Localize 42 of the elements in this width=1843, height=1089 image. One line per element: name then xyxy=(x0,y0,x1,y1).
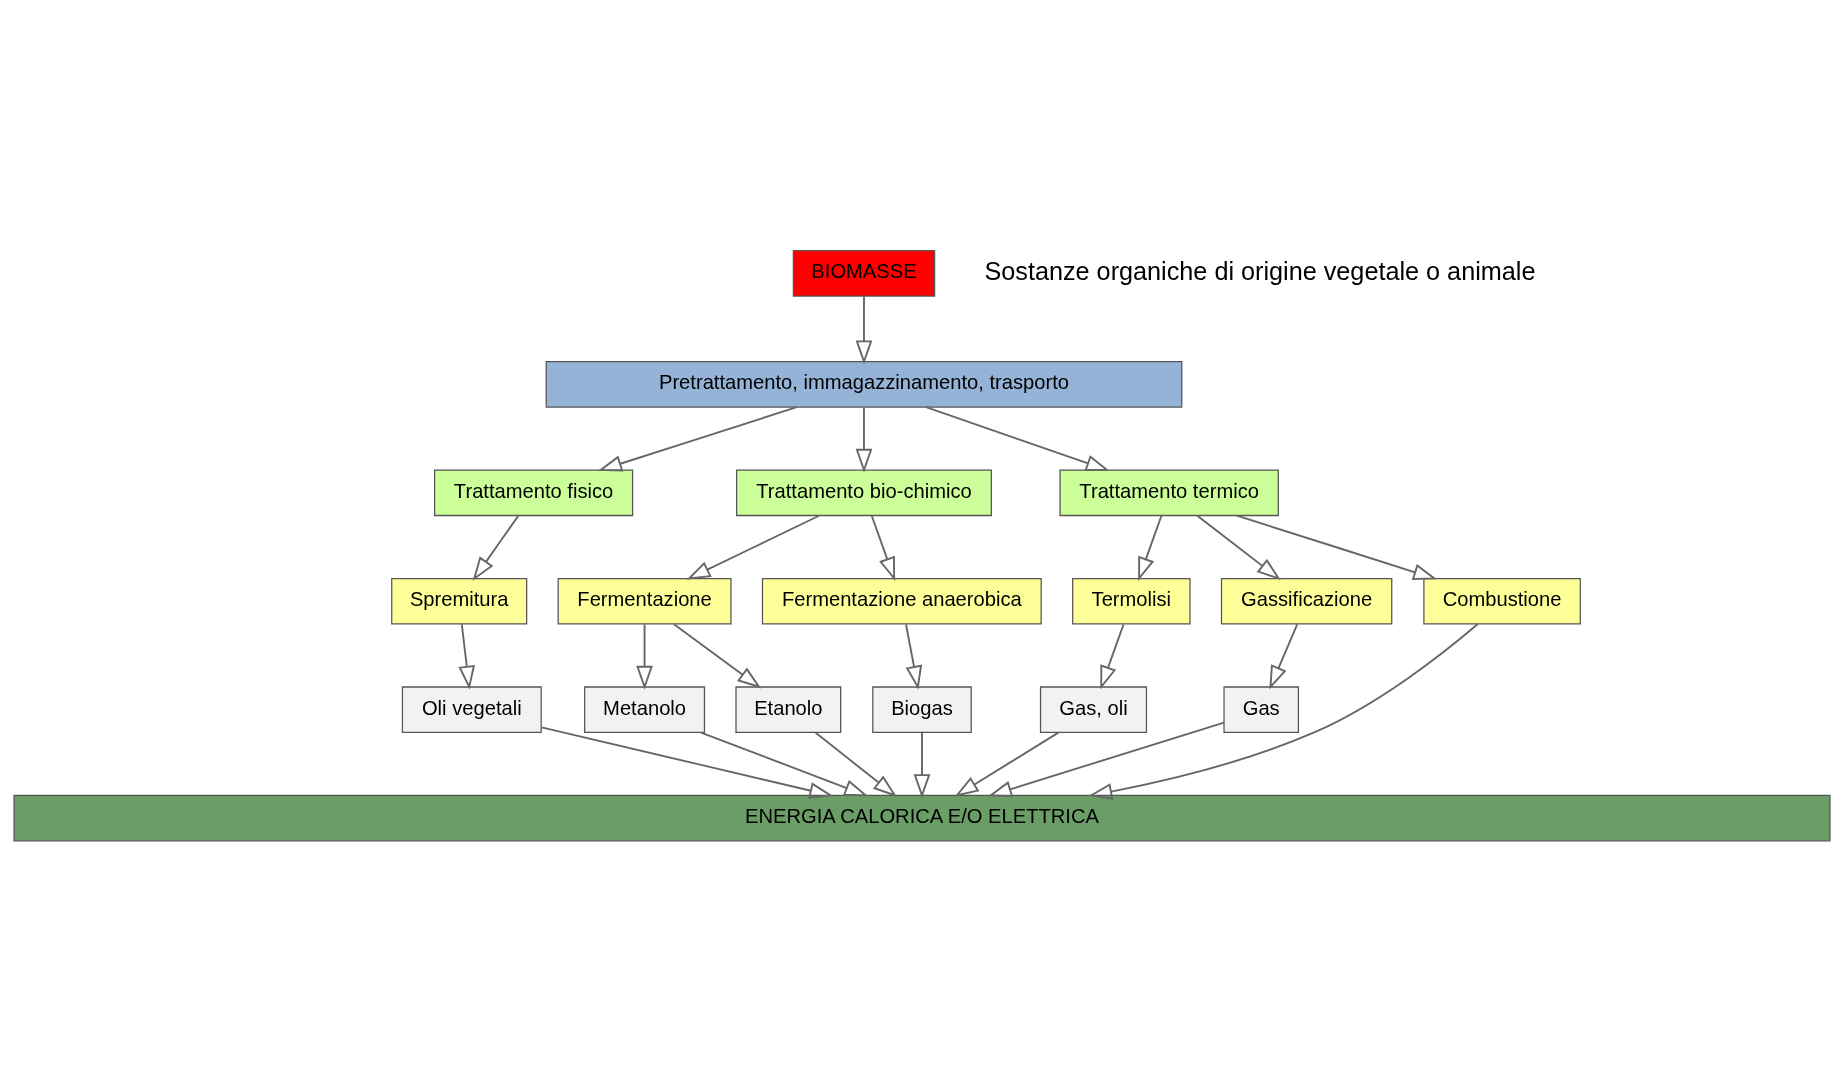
arrow xyxy=(540,726,833,799)
node-box: Pretrattamento, immagazzinamento, trasporto xyxy=(545,361,1182,408)
arrow xyxy=(1087,623,1479,800)
node-box: Biogas xyxy=(871,686,972,734)
arrow xyxy=(1268,623,1298,690)
arrow xyxy=(472,515,519,581)
arrow xyxy=(913,731,930,799)
arrow xyxy=(870,515,895,582)
node-box: Etanolo xyxy=(734,686,841,734)
node-box: Combustione xyxy=(1422,577,1581,625)
node-box: Gas xyxy=(1222,686,1299,734)
node-box: ENERGIA CALORICA E/O ELETTRICA xyxy=(12,794,1831,842)
arrow xyxy=(1137,515,1162,582)
node-box: Trattamento termico xyxy=(1058,469,1279,517)
node-box: Metanolo xyxy=(583,686,705,734)
node-box: Trattamento bio-chimico xyxy=(735,469,992,517)
arrow xyxy=(1235,514,1437,581)
node-box: Spremitura xyxy=(390,577,527,625)
arrow xyxy=(904,623,922,690)
node-box: BIOMASSE xyxy=(792,250,935,297)
node-box: Fermentazione anaerobica xyxy=(761,577,1042,625)
node-box: Trattamento fisico xyxy=(433,469,633,517)
arrow xyxy=(954,731,1059,797)
arrow xyxy=(597,406,798,472)
arrow xyxy=(457,623,475,690)
arrow xyxy=(1099,623,1124,690)
arrow xyxy=(686,514,820,580)
arrow xyxy=(814,731,897,797)
arrow xyxy=(987,721,1225,798)
arrow xyxy=(924,406,1110,471)
node-box: Gas, oli xyxy=(1039,686,1147,734)
arrow xyxy=(699,731,868,797)
node-box: Termolisi xyxy=(1071,577,1191,625)
arrow xyxy=(855,295,872,365)
node-box: Gassificazione xyxy=(1220,577,1392,625)
arrow xyxy=(635,623,653,690)
node-box: Fermentazione xyxy=(557,577,732,625)
arrow xyxy=(672,623,761,689)
node-box: Oli vegetali xyxy=(401,686,542,734)
node-label: Sostanze organiche di origine vegetale o animale xyxy=(983,256,1535,285)
arrow xyxy=(1195,514,1281,581)
arrow xyxy=(855,406,872,473)
